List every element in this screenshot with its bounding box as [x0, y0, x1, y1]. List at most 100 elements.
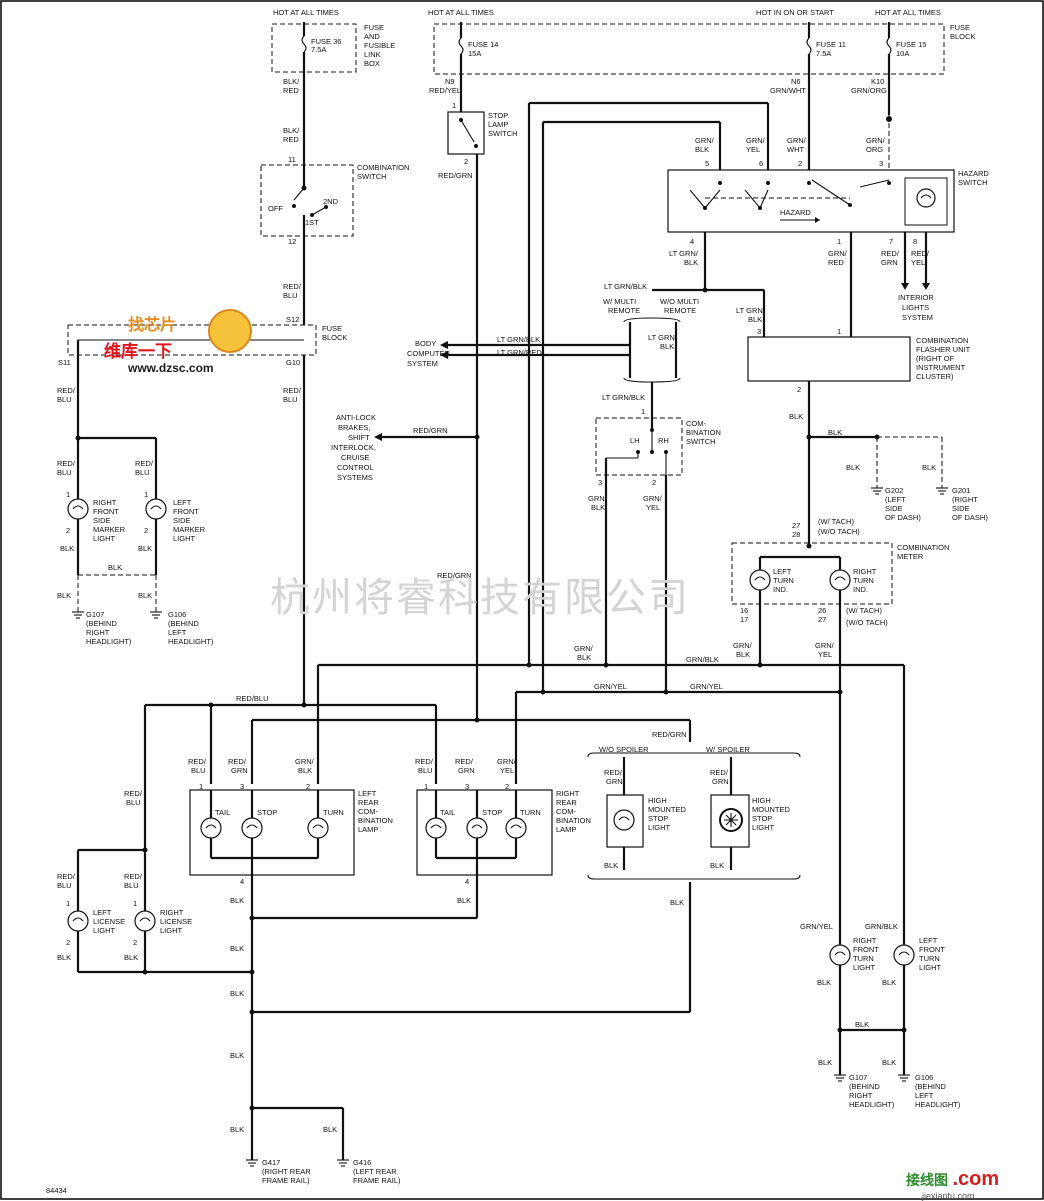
svg-text:RIGHT: RIGHT — [86, 628, 110, 637]
svg-text:5: 5 — [705, 159, 709, 168]
svg-text:28: 28 — [792, 530, 800, 539]
left-front-side-marker-light: 12 LEFT FRONT SIDE MARKER LIGHT — [144, 490, 206, 543]
svg-text:LEFT: LEFT — [173, 498, 192, 507]
svg-text:FRAME RAIL): FRAME RAIL) — [262, 1176, 310, 1185]
svg-text:2: 2 — [66, 526, 70, 535]
svg-text:TURN: TURN — [520, 808, 541, 817]
svg-text:SHIFT: SHIFT — [348, 433, 370, 442]
left-license-light: 12 LEFT LICENSE LIGHT — [66, 899, 125, 947]
svg-text:RIGHT: RIGHT — [556, 789, 580, 798]
svg-text:(LEFT REAR: (LEFT REAR — [353, 1167, 397, 1176]
svg-text:BLK: BLK — [882, 978, 896, 987]
svg-text:SWITCH: SWITCH — [958, 178, 988, 187]
stop-lamp-switch: 1 STOP LAMP SWITCH 2 — [447, 101, 518, 166]
svg-text:RED/: RED/ — [455, 757, 474, 766]
svg-text:FUSIBLE: FUSIBLE — [364, 41, 395, 50]
svg-text:GRN/: GRN/ — [574, 644, 594, 653]
svg-text:BLU: BLU — [283, 291, 298, 300]
right-rear-combination-lamp: TAIL STOP TURN RIGHT REAR COM- BINATION … — [416, 789, 591, 876]
svg-text:COM-: COM- — [358, 807, 378, 816]
svg-text:LT GRN/: LT GRN/ — [736, 306, 766, 315]
svg-text:W/ SPOILER: W/ SPOILER — [706, 745, 750, 754]
svg-text:BLU: BLU — [57, 468, 72, 477]
svg-text:BLK: BLK — [230, 896, 244, 905]
svg-text:N6: N6 — [791, 77, 801, 86]
svg-text:BLK: BLK — [818, 1058, 832, 1067]
svg-text:REAR: REAR — [556, 798, 577, 807]
svg-text:2: 2 — [133, 938, 137, 947]
svg-text:LAMP: LAMP — [556, 825, 576, 834]
svg-text:2: 2 — [797, 385, 801, 394]
svg-text:SIDE: SIDE — [93, 516, 111, 525]
svg-text:BLK: BLK — [230, 1051, 244, 1060]
right-license-light: 12 RIGHT LICENSE LIGHT — [133, 899, 192, 947]
svg-text:MOUNTED: MOUNTED — [648, 805, 686, 814]
svg-text:LEFT: LEFT — [773, 567, 792, 576]
svg-text:SWITCH: SWITCH — [488, 129, 518, 138]
svg-text:LT GRN/BLK: LT GRN/BLK — [604, 282, 647, 291]
svg-text:RED/: RED/ — [283, 282, 302, 291]
svg-text:LEFT: LEFT — [168, 628, 187, 637]
svg-text:LIGHT: LIGHT — [648, 823, 671, 832]
svg-text:BINATION: BINATION — [358, 816, 393, 825]
svg-text:GRN/: GRN/ — [866, 136, 886, 145]
svg-text:BLK: BLK — [710, 861, 724, 870]
svg-text:(RIGHT OF: (RIGHT OF — [916, 354, 955, 363]
svg-text:OFF: OFF — [268, 204, 283, 213]
svg-text:COMBINATION: COMBINATION — [897, 543, 949, 552]
svg-text:CRUISE: CRUISE — [341, 453, 369, 462]
svg-text:2ND: 2ND — [323, 197, 339, 206]
svg-text:BODY: BODY — [415, 339, 436, 348]
svg-text:G10: G10 — [286, 358, 300, 367]
svg-text:RED/: RED/ — [283, 386, 302, 395]
svg-text:RED/GRN: RED/GRN — [437, 571, 472, 580]
svg-text:RIGHT: RIGHT — [853, 567, 877, 576]
svg-text:(W/O TACH): (W/O TACH) — [818, 527, 860, 536]
svg-text:TURN: TURN — [853, 576, 874, 585]
svg-text:8: 8 — [913, 237, 917, 246]
svg-text:BLK: BLK — [660, 342, 674, 351]
svg-text:(BEHIND: (BEHIND — [849, 1082, 880, 1091]
jiexiantu-watermark: 接线图 .com jiexiantu.com — [906, 1168, 1036, 1201]
svg-text:K10: K10 — [871, 77, 884, 86]
svg-text:RED: RED — [283, 135, 299, 144]
svg-text:1: 1 — [66, 899, 70, 908]
svg-text:HOT AT ALL TIMES: HOT AT ALL TIMES — [273, 8, 339, 17]
svg-text:G106: G106 — [168, 610, 186, 619]
svg-text:RIGHT: RIGHT — [853, 936, 877, 945]
svg-text:BLK: BLK — [684, 258, 698, 267]
svg-text:10A: 10A — [896, 49, 909, 58]
svg-text:RED/: RED/ — [57, 459, 76, 468]
svg-text:RED: RED — [828, 258, 844, 267]
svg-text:LT GRN/: LT GRN/ — [669, 249, 699, 258]
svg-text:MOUNTED: MOUNTED — [752, 805, 790, 814]
svg-text:LIGHT: LIGHT — [752, 823, 775, 832]
ground-g202-icon — [871, 487, 883, 495]
svg-text:N9: N9 — [445, 77, 455, 86]
svg-text:BLK: BLK — [789, 412, 803, 421]
svg-text:BLK: BLK — [591, 503, 605, 512]
svg-text:BLK: BLK — [138, 544, 152, 553]
svg-text:S11: S11 — [58, 358, 71, 367]
svg-text:3: 3 — [879, 159, 883, 168]
svg-text:4: 4 — [690, 237, 694, 246]
svg-text:LEFT: LEFT — [93, 908, 112, 917]
svg-text:RED/: RED/ — [604, 768, 623, 777]
svg-text:LT GRN/RED: LT GRN/RED — [497, 348, 542, 357]
svg-text:GRN/BLK: GRN/BLK — [686, 655, 719, 664]
abs-cruise-connection: RED/GRN ANTI-LOCK BRAKES, SHIFT INTERLOC… — [331, 413, 480, 482]
svg-text:GRN/YEL: GRN/YEL — [800, 922, 833, 931]
svg-text:BLK/: BLK/ — [283, 126, 300, 135]
svg-text:RED/: RED/ — [710, 768, 729, 777]
svg-text:BLK: BLK — [922, 463, 936, 472]
jiexiantu-url: jiexiantu.com — [922, 1191, 975, 1201]
svg-text:BLK: BLK — [57, 591, 71, 600]
svg-text:3: 3 — [598, 478, 602, 487]
svg-text:TURN: TURN — [919, 954, 940, 963]
svg-text:BLK: BLK — [57, 953, 71, 962]
svg-text:YEL: YEL — [746, 145, 760, 154]
svg-text:LICENSE: LICENSE — [160, 917, 192, 926]
svg-text:(BEHIND: (BEHIND — [86, 619, 117, 628]
svg-text:2: 2 — [464, 157, 468, 166]
